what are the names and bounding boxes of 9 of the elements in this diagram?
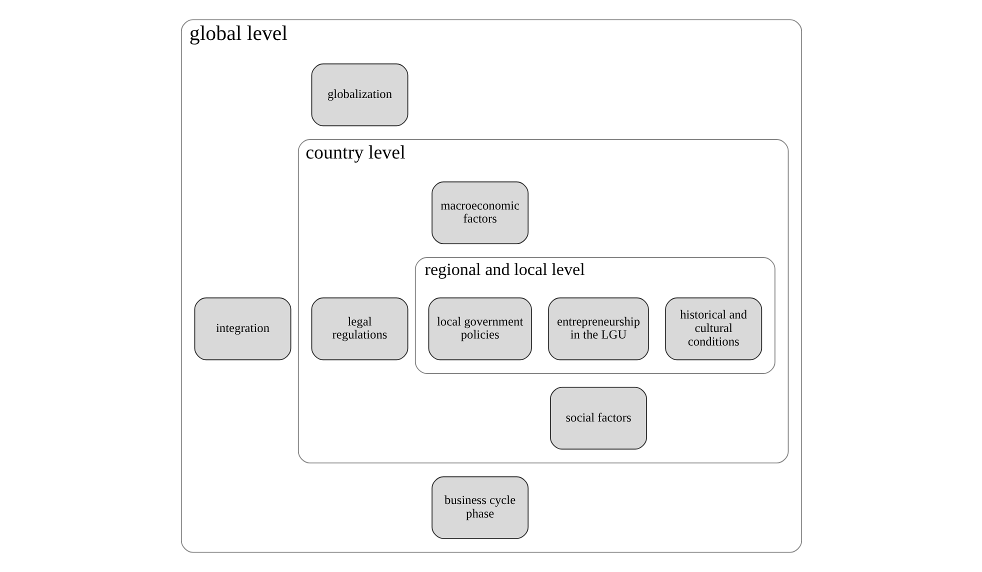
node-box: macroeconomic factors bbox=[431, 181, 528, 244]
node-box: historical and cultural conditions bbox=[664, 297, 762, 360]
node-box: local government policies bbox=[428, 297, 532, 360]
node-box: social factors bbox=[550, 386, 647, 450]
node-box: globalization bbox=[310, 63, 408, 126]
node-box: entrepreneurship in the LGU bbox=[548, 297, 648, 360]
node-box: legal regulations bbox=[310, 297, 408, 360]
node-box: integration bbox=[194, 297, 291, 360]
node-box: business cycle phase bbox=[431, 476, 528, 540]
